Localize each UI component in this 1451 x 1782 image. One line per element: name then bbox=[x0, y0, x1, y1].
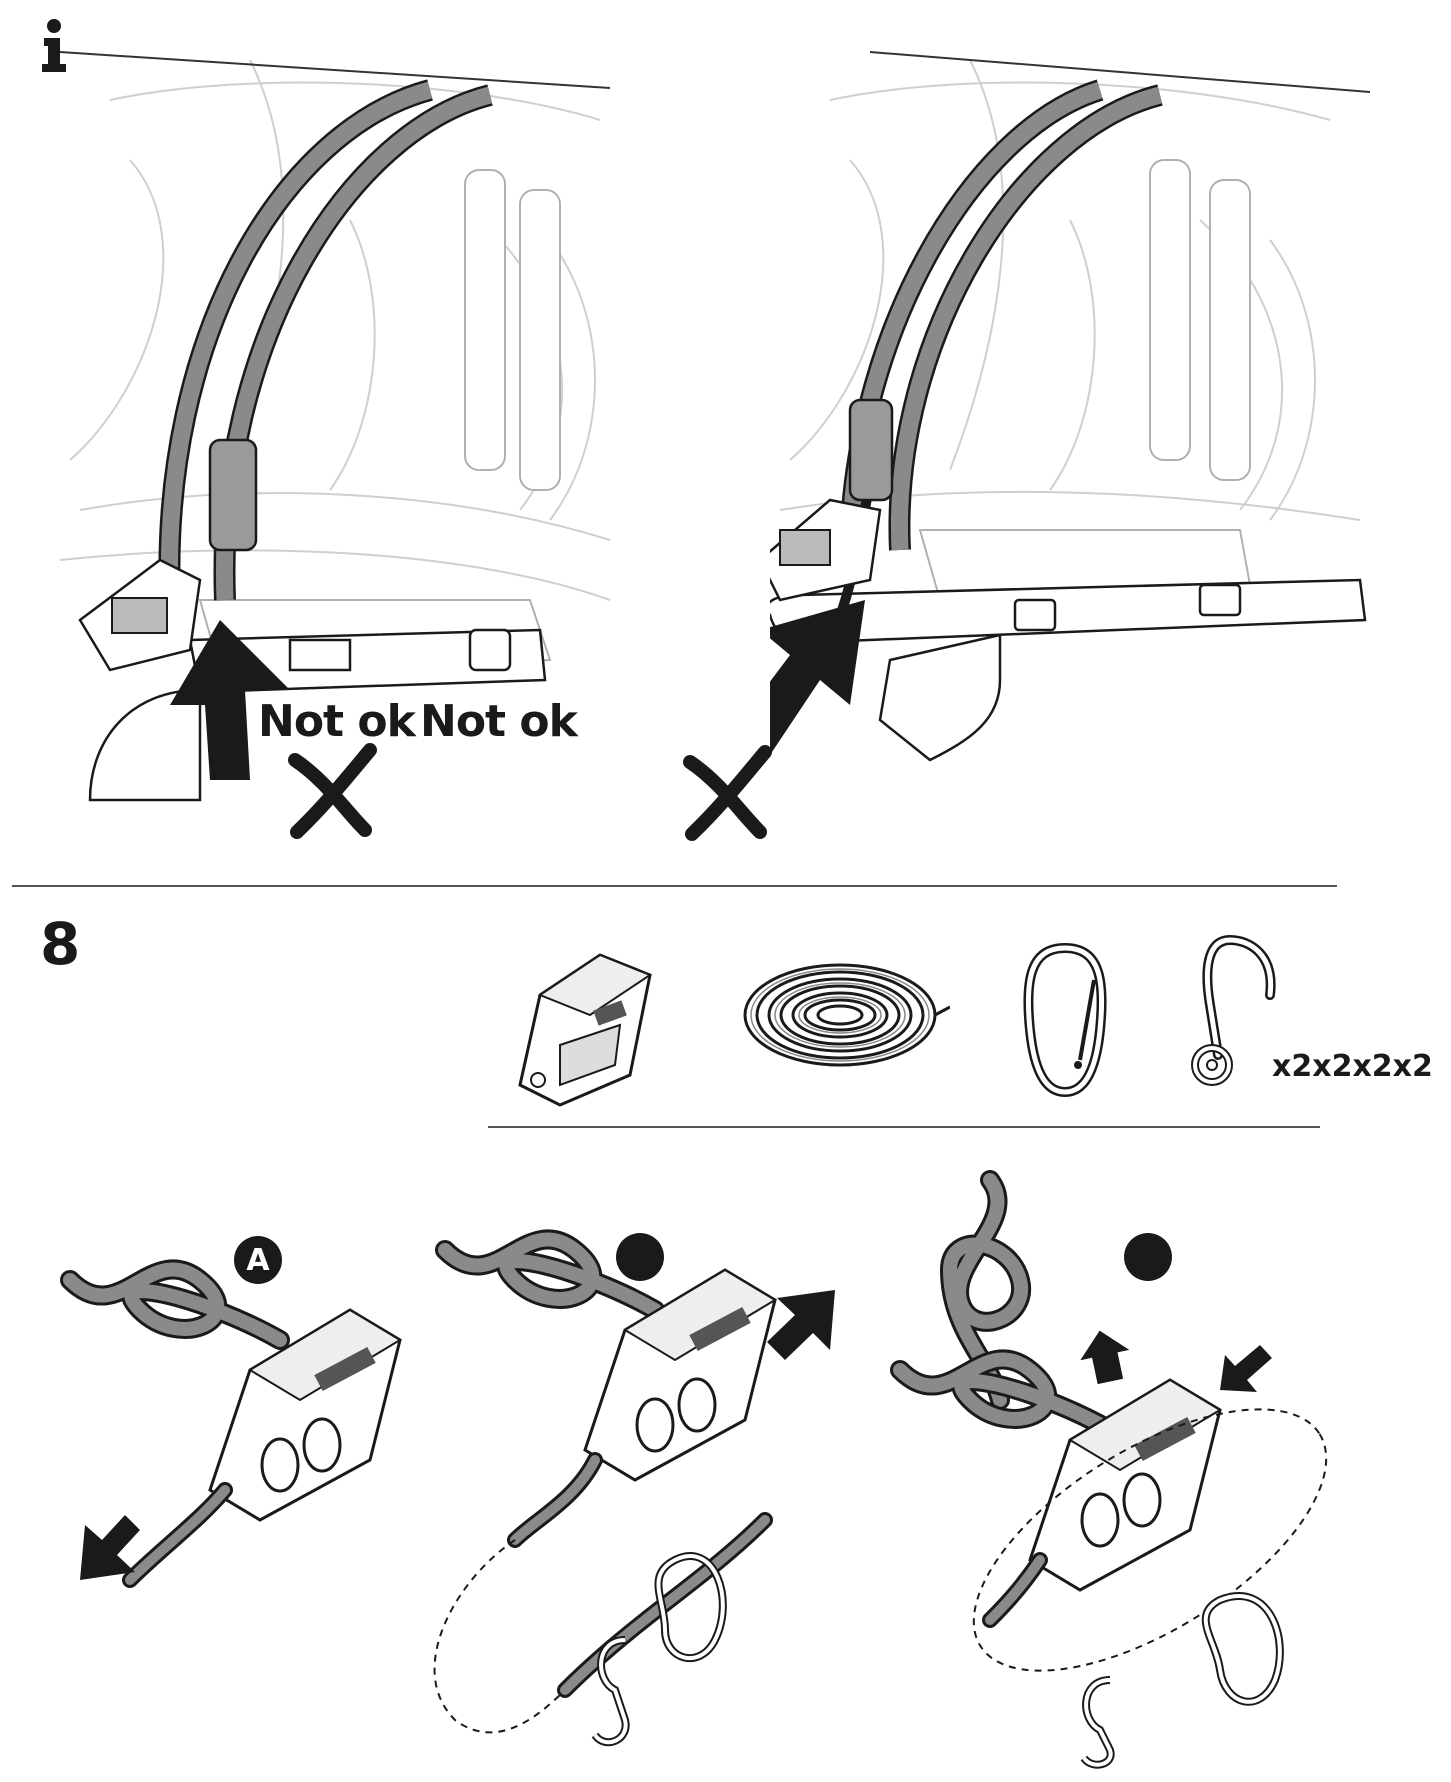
substep-badge-c bbox=[1124, 1233, 1172, 1281]
substep-b-illustration bbox=[415, 1220, 845, 1760]
arrow-up-right-icon bbox=[767, 1290, 835, 1360]
not-ok-label-left: Not ok bbox=[258, 696, 416, 747]
arrow-up-icon bbox=[1080, 1330, 1130, 1385]
cross-mark-icon bbox=[680, 742, 780, 842]
arrow-up-icon bbox=[170, 620, 290, 780]
not-ok-label-right: Not ok bbox=[420, 696, 578, 747]
arrow-diagonal-icon bbox=[770, 600, 865, 755]
s-hook-icon bbox=[1191, 935, 1276, 1086]
info-icon bbox=[40, 18, 70, 74]
illustration-not-ok-right bbox=[770, 40, 1410, 800]
cross-mark-icon bbox=[285, 740, 385, 840]
quantity-label: x2x2x2x2 bbox=[1272, 1049, 1433, 1084]
strap-tensioner-icon bbox=[518, 953, 653, 1107]
coiled-rope-icon bbox=[743, 963, 950, 1067]
arrow-down-left-icon bbox=[80, 1515, 140, 1580]
illustration-not-ok-left bbox=[50, 40, 630, 840]
arrow-down-left-icon bbox=[1220, 1345, 1272, 1392]
section-divider bbox=[12, 885, 1337, 887]
substep-badge-b bbox=[616, 1233, 664, 1281]
substep-c-illustration bbox=[880, 1160, 1340, 1770]
parts-divider bbox=[488, 1126, 1320, 1128]
carabiner-icon bbox=[1023, 942, 1107, 1098]
substep-a-illustration bbox=[60, 1240, 420, 1590]
step-number: 8 bbox=[40, 910, 81, 978]
parts-row bbox=[480, 925, 1360, 1125]
substep-badge-a: A bbox=[234, 1236, 282, 1284]
